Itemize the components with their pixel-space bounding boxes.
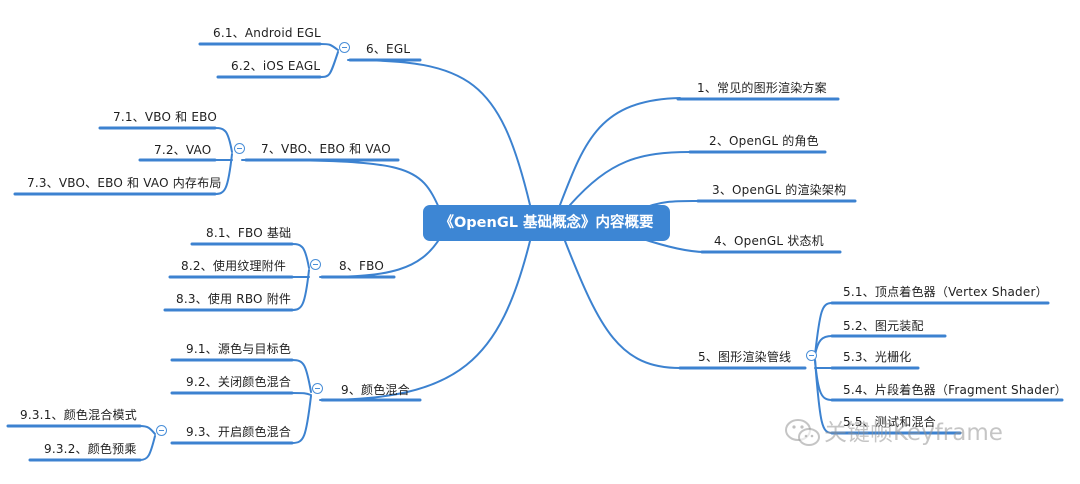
topic-7-3-memory-layout[interactable]: 7.3、VBO、EBO 和 VAO 内存布局 [27,176,222,190]
link-root-5 [564,240,681,369]
collapse-toggle-6[interactable] [339,42,350,53]
link-7-1 [214,127,233,153]
collapse-toggle-9-3[interactable] [156,425,167,436]
topic-6-egl[interactable]: 6、EGL [366,42,411,56]
topic-4-opengl-state-machine[interactable]: 4、OpenGL 状态机 [714,234,824,248]
topic-8-fbo[interactable]: 8、FBO [339,259,385,273]
collapse-toggle-7[interactable] [234,143,245,154]
link-8-3 [291,269,310,311]
topic-7-2-vao[interactable]: 7.2、VAO [154,143,212,157]
link-9-3-1 [139,425,156,435]
wechat-icon [785,419,820,446]
topic-5-5-test-and-blend[interactable]: 5.5、测试和混合 [843,415,936,429]
link-5-1 [814,302,833,356]
topic-6-1-android-egl[interactable]: 6.1、Android EGL [213,26,321,40]
link-9-3 [291,395,312,444]
topic-5-4-fragment-shader[interactable]: 5.4、片段着色器（Fragment Shader） [843,383,1067,397]
collapse-toggle-5[interactable] [806,350,817,361]
topic-2-opengl-role[interactable]: 2、OpenGL 的角色 [709,134,819,148]
collapse-toggle-9[interactable] [312,383,323,394]
link-9-3-2 [139,435,156,461]
topic-9-3-enable-blending[interactable]: 9.3、开启颜色混合 [186,425,292,439]
link-6-2 [319,51,339,78]
topic-7-vbo-ebo-vao[interactable]: 7、VBO、EBO 和 VAO [261,142,391,156]
topic-1-rendering-solutions[interactable]: 1、常见的图形渲染方案 [697,81,827,95]
link-9-2 [291,392,312,396]
topic-8-3-rbo-attachment[interactable]: 8.3、使用 RBO 附件 [176,292,292,306]
link-root-7 [241,159,441,211]
link-root-9 [319,240,531,401]
link-6-1 [319,43,339,51]
topic-6-2-ios-eagl[interactable]: 6.2、iOS EAGL [231,59,321,73]
topic-8-2-texture-attachment[interactable]: 8.2、使用纹理附件 [181,259,287,273]
link-9-1 [291,359,312,393]
link-root-2 [569,151,691,206]
link-5-5 [814,359,833,434]
topic-7-1-vbo-ebo[interactable]: 7.1、VBO 和 EBO [113,110,218,124]
root-topic[interactable]: 《OpenGL 基础概念》内容概要 [423,205,670,241]
topic-3-opengl-architecture[interactable]: 3、OpenGL 的渲染架构 [712,183,847,197]
topic-9-1-source-dest-color[interactable]: 9.1、源色与目标色 [186,342,292,356]
link-7-3 [214,153,233,195]
link-root-6 [347,59,531,206]
topic-9-color-blending[interactable]: 9、颜色混合 [341,383,410,397]
topic-5-3-rasterization[interactable]: 5.3、光栅化 [843,350,912,364]
topic-9-3-1-blend-modes[interactable]: 9.3.1、颜色混合模式 [20,408,137,422]
topic-9-3-2-premultiplied[interactable]: 9.3.2、颜色预乘 [44,442,137,456]
collapse-toggle-8[interactable] [310,259,321,270]
topic-8-1-fbo-basics[interactable]: 8.1、FBO 基础 [206,226,292,240]
topic-5-2-primitive-assembly[interactable]: 5.2、图元装配 [843,319,924,333]
watermark-text: 关键帧Keyframe [824,420,1003,446]
link-root-1 [559,97,681,206]
topic-5-1-vertex-shader[interactable]: 5.1、顶点着色器（Vertex Shader） [843,285,1048,299]
topic-9-2-disable-blending[interactable]: 9.2、关闭颜色混合 [186,375,292,389]
link-8-1 [291,243,310,269]
topic-5-render-pipeline[interactable]: 5、图形渲染管线 [698,350,792,364]
